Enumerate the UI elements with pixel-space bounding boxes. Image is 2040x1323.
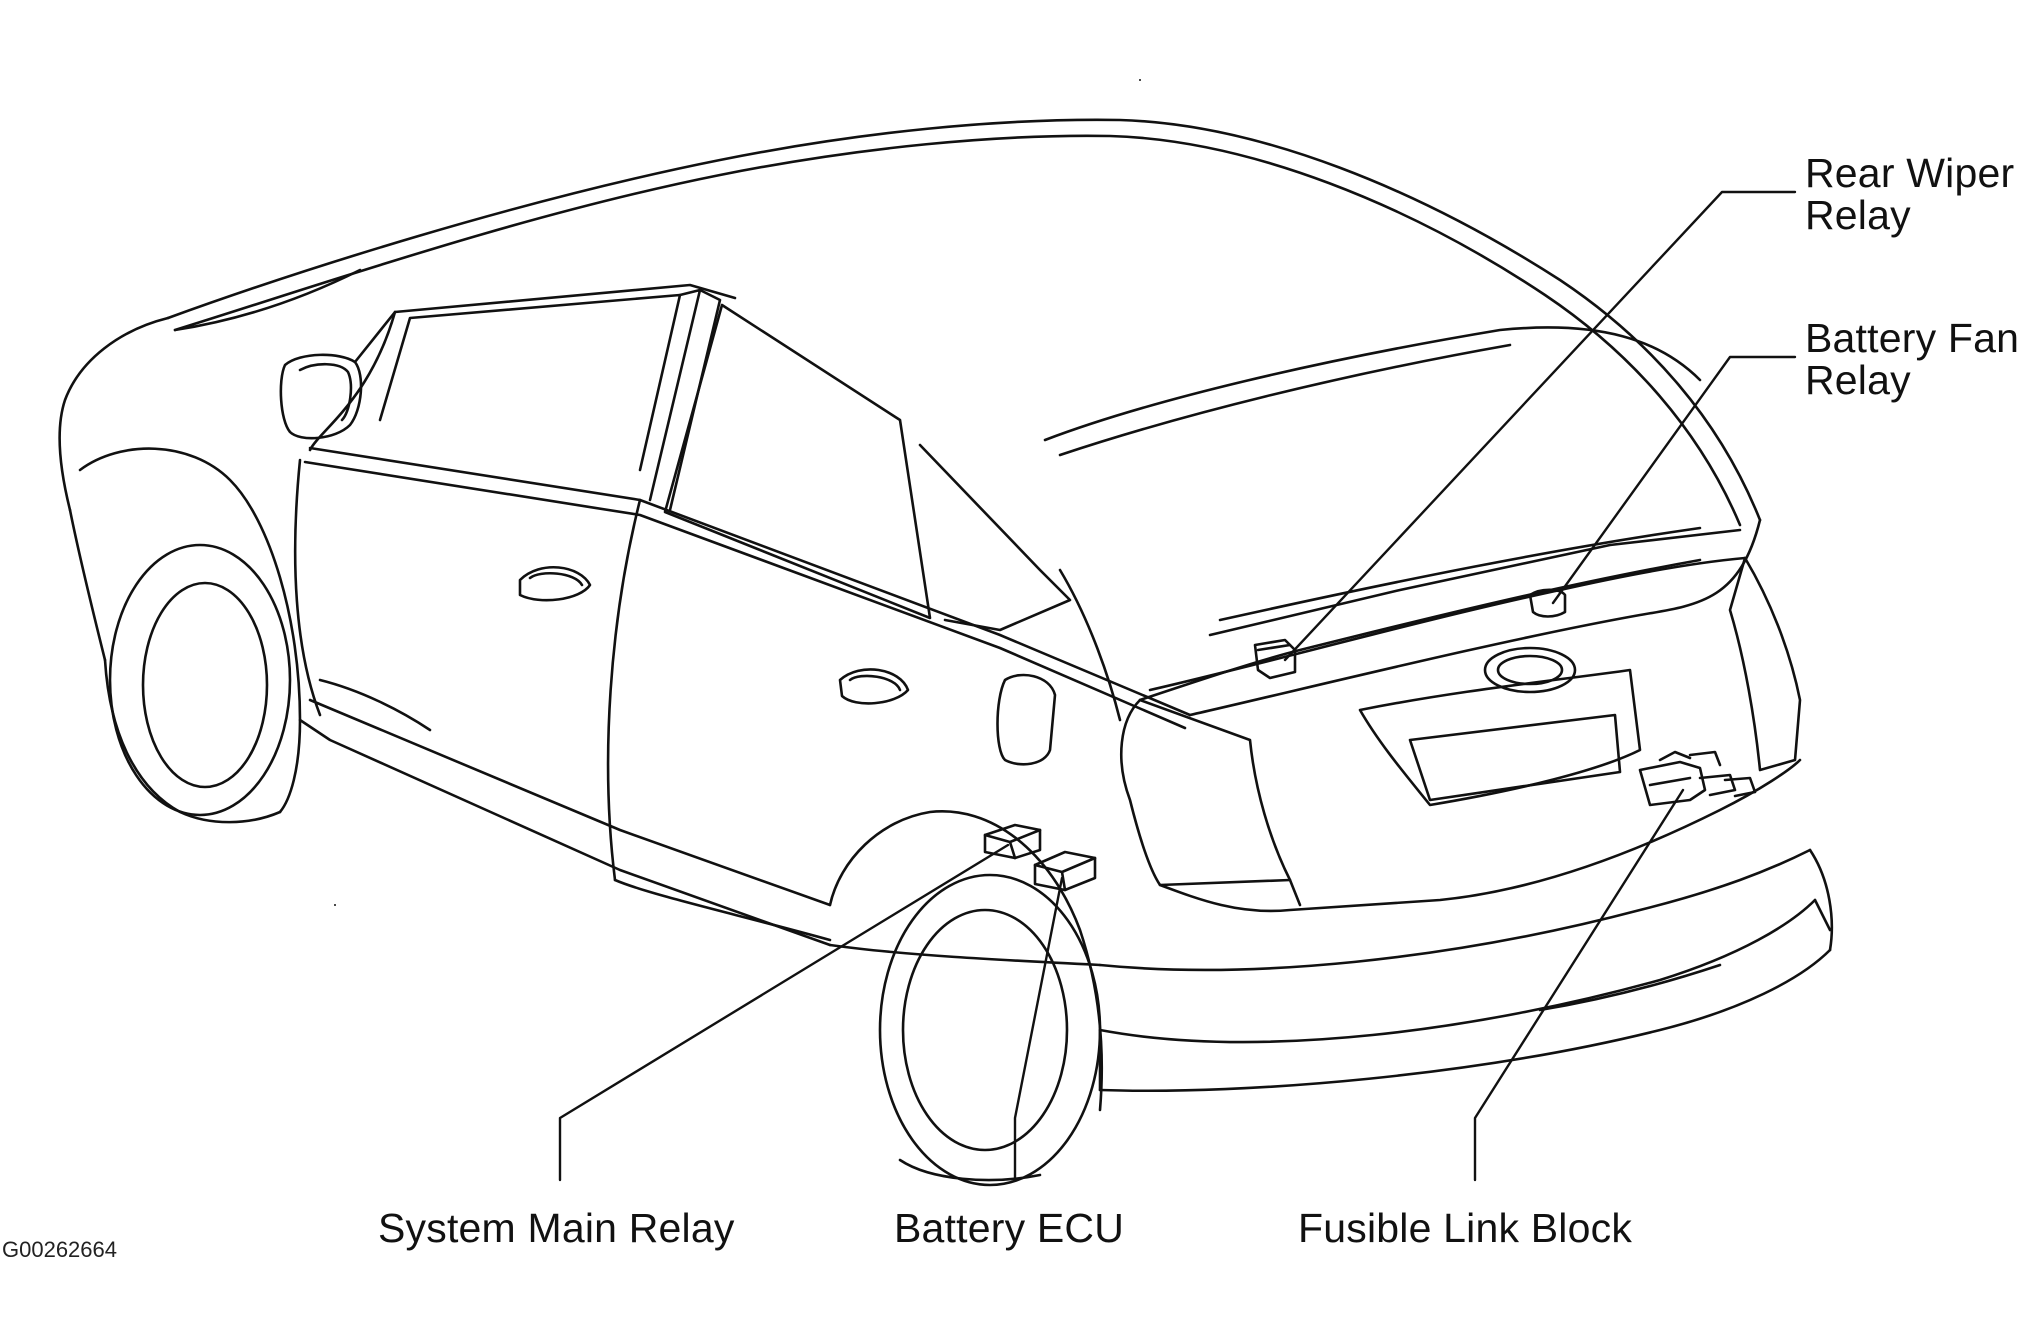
battery-fan-relay-component [1528, 588, 1567, 618]
system-main-relay-label: System Main Relay [378, 1205, 735, 1251]
battery-fan-relay-label: Battery Fan Relay [1805, 315, 2020, 404]
system-main-relay-component [983, 823, 1042, 860]
rear-wiper-relay-label: Rear Wiper Relay [1805, 150, 2015, 239]
battery-fan-relay-label-line1: Battery Fan [1805, 315, 2020, 361]
leader-system-main-relay [558, 843, 1010, 1182]
battery-ecu-component [1033, 850, 1097, 892]
rear-wiper-relay-component [1253, 638, 1297, 680]
car-body-outline [58, 118, 1834, 1187]
stray-dot [334, 904, 336, 906]
leader-battery-ecu [1013, 876, 1064, 1182]
fusible-link-block-component [1638, 750, 1757, 807]
rear-wiper-relay-label-line2: Relay [1805, 192, 1911, 239]
battery-ecu-label: Battery ECU [894, 1205, 1125, 1251]
rear-wiper-relay-label-line1: Rear Wiper [1805, 150, 2015, 196]
stray-dot [1139, 79, 1141, 81]
figure-id: G00262664 [2, 1237, 117, 1262]
leader-battery-fan-relay [1551, 355, 1797, 605]
leader-rear-wiper-relay [1283, 190, 1797, 662]
leader-lines [558, 190, 1797, 1182]
battery-fan-relay-label-line2: Relay [1805, 357, 1911, 404]
leader-fusible-link-block [1473, 788, 1685, 1182]
fusible-link-block-label: Fusible Link Block [1298, 1205, 1633, 1251]
